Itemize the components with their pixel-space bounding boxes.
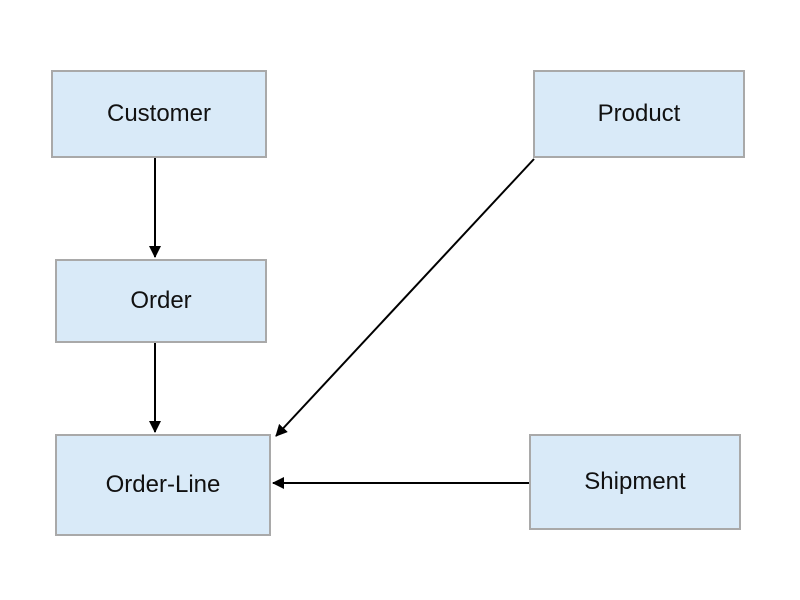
entity-customer-label: Customer xyxy=(106,100,212,127)
entity-product-label: Product xyxy=(597,100,681,127)
entity-shipment-label: Shipment xyxy=(584,468,686,495)
entity-customer[interactable]: Customer xyxy=(51,70,267,158)
entity-product[interactable]: Product xyxy=(533,70,745,158)
entity-shipment[interactable]: Shipment xyxy=(529,434,741,530)
entity-order-line[interactable]: Order-Line xyxy=(55,434,271,536)
arrow-product-to-order-line xyxy=(275,158,535,437)
entity-order-label: Order xyxy=(130,287,192,314)
entity-order[interactable]: Order xyxy=(55,259,267,343)
entity-order-line-label: Order-Line xyxy=(105,471,221,498)
